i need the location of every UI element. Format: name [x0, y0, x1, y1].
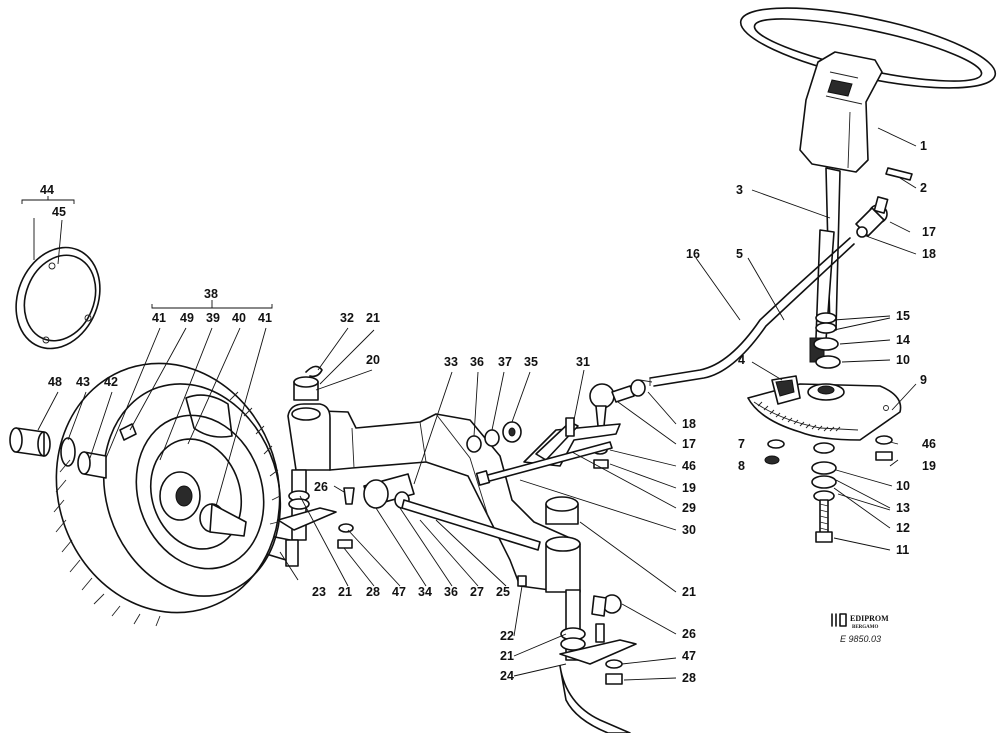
- bolt-stack-right: [811, 442, 837, 543]
- clip-part-32: [305, 365, 323, 378]
- label-part-35: 35: [524, 355, 538, 369]
- label-part-7: 7: [738, 437, 745, 451]
- front-axle: [287, 403, 581, 593]
- part-number-labels: 1 2 3 4 5 7 8 9 10 10 10 11 12 13 14 15 …: [40, 139, 936, 685]
- label-part-43: 43: [76, 375, 90, 389]
- label-part-37: 37: [498, 355, 512, 369]
- valve-part-49: [119, 423, 137, 441]
- label-part-39: 39: [206, 311, 220, 325]
- label-part-21-lower: 21: [500, 649, 514, 663]
- label-part-19-center: 19: [682, 481, 696, 495]
- label-part-36-top: 36: [470, 355, 484, 369]
- label-part-22: 22: [500, 629, 514, 643]
- label-part-23: 23: [312, 585, 326, 599]
- label-part-15: 15: [896, 309, 910, 323]
- label-part-33: 33: [444, 355, 458, 369]
- label-part-24: 24: [500, 669, 514, 683]
- washers-lower-right: [605, 659, 623, 685]
- label-part-3: 3: [736, 183, 743, 197]
- label-part-36-bottom: 36: [444, 585, 458, 599]
- hub-cap: [15, 246, 101, 350]
- label-part-20: 20: [366, 353, 380, 367]
- label-part-42: 42: [104, 375, 118, 389]
- gear-sector: [747, 375, 902, 441]
- drawing-reference: E 9850.03: [840, 634, 881, 644]
- label-part-10-right: 10: [896, 479, 910, 493]
- ball-joint-lower-right: [591, 594, 622, 617]
- label-part-19-right: 19: [922, 459, 936, 473]
- hub-bushing: [199, 503, 247, 537]
- pivot-bolt: [475, 441, 613, 486]
- label-part-11: 11: [896, 543, 909, 557]
- pivot-assembly-center: [337, 473, 541, 551]
- label-part-27: 27: [470, 585, 484, 599]
- washers-part-46-19-right: [875, 435, 893, 461]
- label-part-46-right: 46: [922, 437, 936, 451]
- steering-wheel: [739, 7, 997, 173]
- label-part-2: 2: [920, 181, 927, 195]
- label-part-18-center: 18: [682, 417, 696, 431]
- label-part-44: 44: [40, 183, 54, 197]
- ball-joint-center: [589, 379, 646, 427]
- label-part-5: 5: [736, 247, 743, 261]
- label-part-25: 25: [496, 585, 510, 599]
- label-part-32: 32: [340, 311, 354, 325]
- bolt-part-17-upper: [873, 196, 889, 214]
- label-part-31: 31: [576, 355, 590, 369]
- label-part-21-right: 21: [682, 585, 696, 599]
- label-part-9: 9: [920, 373, 927, 387]
- bushing-part-21-axle: [545, 496, 579, 525]
- label-part-17-center: 17: [682, 437, 696, 451]
- label-part-13: 13: [896, 501, 910, 515]
- label-part-49: 49: [180, 311, 194, 325]
- washer-stack-right: [813, 312, 841, 369]
- pin-part-2: [885, 167, 913, 181]
- ediprom-logo: EDIPROM BERGAMO: [831, 613, 889, 630]
- label-part-28-left: 28: [366, 585, 380, 599]
- label-part-12: 12: [896, 521, 910, 535]
- label-part-40: 40: [232, 311, 246, 325]
- label-part-8: 8: [738, 459, 745, 473]
- washers-part-7-8: [764, 439, 785, 465]
- small-nut-part-22: [517, 575, 527, 587]
- tie-rod: [639, 237, 855, 387]
- logo-subtext: BERGAMO: [852, 625, 879, 630]
- label-part-10-top: 10: [896, 353, 910, 367]
- label-part-4: 4: [738, 353, 745, 367]
- label-part-1: 1: [920, 139, 927, 153]
- label-part-38: 38: [204, 287, 218, 301]
- label-part-47-right: 47: [682, 649, 696, 663]
- label-part-16: 16: [686, 247, 700, 261]
- label-part-45: 45: [52, 205, 66, 219]
- label-part-26-left: 26: [314, 480, 328, 494]
- front-wheel: [53, 362, 282, 627]
- bushing-part-21-top: [293, 376, 319, 401]
- label-part-47-left: 47: [392, 585, 406, 599]
- spindle-right: [559, 589, 637, 733]
- label-part-41-right: 41: [258, 311, 272, 325]
- label-part-41-left: 41: [152, 311, 166, 325]
- label-part-18-upper: 18: [922, 247, 936, 261]
- hub-parts-42-43-48: [9, 427, 107, 479]
- label-part-21-bottom-left: 21: [338, 585, 352, 599]
- label-part-28-right: 28: [682, 671, 696, 685]
- leader-lines: [21, 127, 917, 681]
- label-part-29: 29: [682, 501, 696, 515]
- label-part-21-top: 21: [366, 311, 380, 325]
- label-part-48: 48: [48, 375, 62, 389]
- label-part-26-right: 26: [682, 627, 696, 641]
- label-part-34: 34: [418, 585, 432, 599]
- logo-text: EDIPROM: [850, 614, 889, 623]
- label-part-17-upper: 17: [922, 225, 936, 239]
- label-part-30: 30: [682, 523, 696, 537]
- steering-plate: [523, 417, 621, 467]
- label-part-14: 14: [896, 333, 910, 347]
- label-part-46-center: 46: [682, 459, 696, 473]
